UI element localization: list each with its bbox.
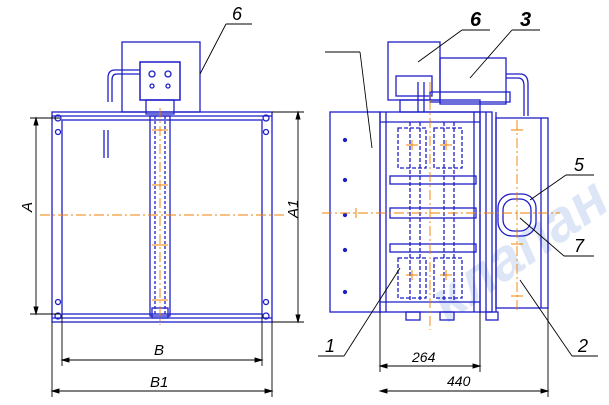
bolt-icon [262,128,270,136]
front-dimensions [30,23,304,397]
dim-264-label: 264 [411,349,436,365]
side-callout-6: 6 [470,9,482,31]
front-flange [51,111,273,323]
shaft-ticks [152,129,168,301]
side-ticks [355,129,523,297]
dim-b1-label: B1 [150,374,168,391]
dim-a-label: A [19,202,36,213]
dim-a1-label: A1 [285,200,302,219]
bolt-icon [262,298,270,306]
side-centerlines [322,82,560,330]
dim-440-label: 440 [447,373,471,389]
bolt-icon [54,312,62,320]
side-motor-3 [439,57,507,105]
side-callout-7: 7 [574,236,585,256]
actuator-box [139,61,181,101]
dim-b-label: B [154,342,164,359]
bolt-icon [262,114,270,122]
side-dimensions [318,29,598,397]
side-callout-3: 3 [520,9,531,31]
front-inner-frame [61,119,263,315]
front-callout-6: 6 [232,4,243,24]
side-callout-5: 5 [574,155,585,175]
bolt-icon [54,298,62,306]
bolt-icon [54,128,62,136]
bolt-icon [262,312,270,320]
actuator-bracket [121,41,201,113]
side-left-plate [329,111,381,313]
front-centerlines [40,108,285,325]
side-callout-2: 2 [577,336,588,356]
cable-conduit [107,69,140,102]
front-view [51,41,273,323]
side-callout-1: 1 [325,336,335,356]
